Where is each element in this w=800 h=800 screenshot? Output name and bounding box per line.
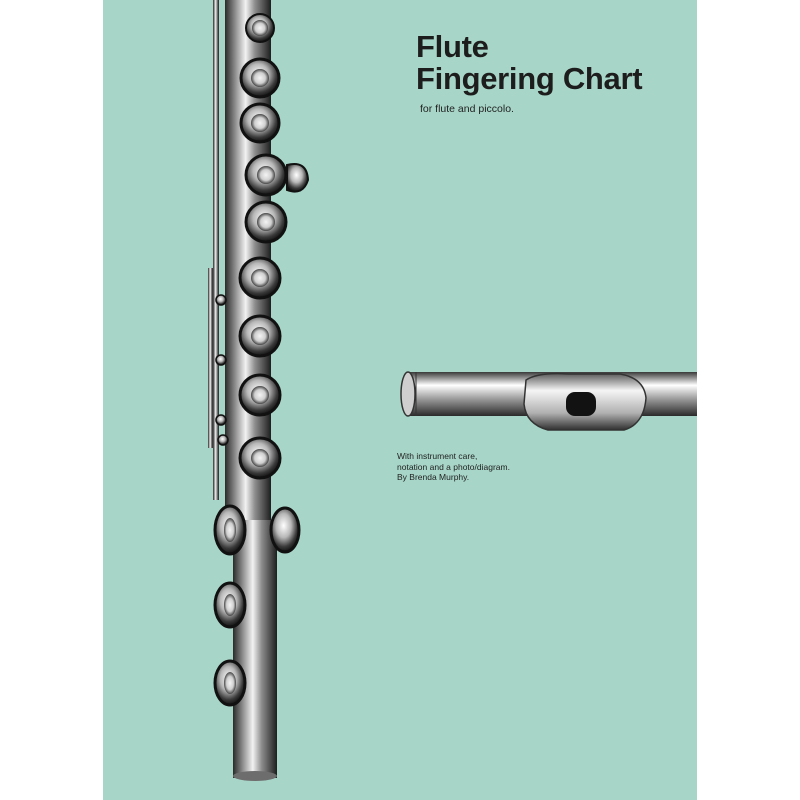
credits-line-2: notation and a photo/diagram. <box>397 461 510 472</box>
title-line-2: Fingering Chart <box>416 61 643 96</box>
flute-body-photo <box>208 0 310 781</box>
head-joint-photo <box>400 371 697 431</box>
title-line-1: Flute <box>416 29 489 64</box>
cover-subtitle: for flute and piccolo. <box>420 103 514 115</box>
cover-title: Flute Fingering Chart <box>416 29 643 96</box>
credits-line-3: By Brenda Murphy. <box>397 472 470 482</box>
credits-line-1: With instrument care, <box>397 451 478 461</box>
cover-credits: With instrument care, notation and a pho… <box>397 451 510 483</box>
book-cover: Flute Fingering Chart for flute and picc… <box>103 0 697 800</box>
